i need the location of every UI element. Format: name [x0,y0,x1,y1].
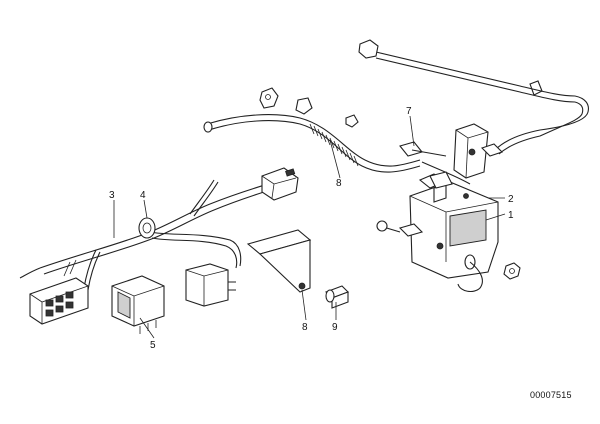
lock-assembly [376,173,499,293]
bowden-cable [203,114,421,173]
mounting-bracket [246,229,312,293]
leader-lines [113,115,506,339]
vacuum-hose [358,39,589,155]
wiring-harness [19,179,271,291]
grommet [138,217,156,239]
nut [503,262,521,280]
relay-switch [111,275,165,334]
callout-2: 2 [508,194,514,205]
callout-5: 5 [150,340,156,351]
callout-9: 9 [332,322,338,333]
document-number: 00007515 [530,390,572,400]
cable-clip [259,87,359,128]
callout-7: 7 [406,106,412,117]
callout-4: 4 [140,190,146,201]
harness-connector [261,167,299,201]
bolt [325,285,349,309]
multi-pin-connector [29,277,89,325]
lock-linkage [399,123,504,189]
callout-1: 1 [508,210,514,221]
callout-3: 3 [109,190,115,201]
actuator-pump [185,263,236,307]
callouts: 1 2 3 4 5 7 8 8 9 [109,106,514,351]
callout-8-upper: 8 [336,178,342,189]
callout-8-lower: 8 [302,322,308,333]
